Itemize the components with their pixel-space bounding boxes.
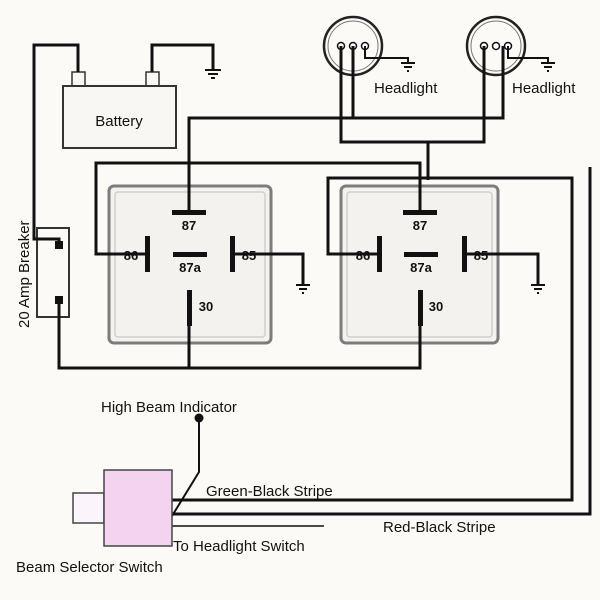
headlight-left-ground-symbol — [401, 62, 415, 72]
relay-2-pin-30-blade — [418, 290, 423, 326]
relay-2-pin-87a-blade — [404, 252, 438, 257]
beam-selector-knob — [72, 492, 105, 524]
relay-1-pin-30-label: 30 — [199, 299, 213, 314]
relay-1-ground-symbol — [296, 284, 310, 294]
headlight-right-ground-wire — [507, 46, 549, 63]
battery-negative-terminal — [71, 71, 86, 87]
high-beam-indicator-dot — [194, 413, 204, 423]
ground-symbols — [205, 62, 555, 294]
wiring — [32, 43, 592, 527]
headlight-right-ground-symbol — [541, 62, 555, 72]
beam-selector-switch: Beam Selector Switch — [16, 469, 173, 576]
breaker-body — [36, 227, 70, 318]
relay-2-pin-86-blade — [377, 236, 382, 272]
relay-1-pin-87a-blade — [173, 252, 207, 257]
breaker-to-pin30-bus — [57, 300, 422, 370]
battery-ground-wire — [150, 43, 215, 72]
headlight-right: Headlight — [465, 15, 576, 97]
headlight-right-inner-ring — [470, 20, 522, 72]
battery-ground-symbol — [205, 69, 221, 79]
headlight-left-feed-wire — [339, 46, 430, 180]
relay-1-pin-87-label: 87 — [182, 218, 196, 233]
breaker-label: 20 Amp Breaker — [16, 220, 33, 328]
battery-positive-terminal — [145, 71, 160, 87]
relay-1-pin-87-blade — [172, 210, 206, 215]
red-black-stripe-label: Red-Black Stripe — [383, 519, 496, 536]
relay-2-ground-symbol — [531, 284, 545, 294]
battery-feed-wire — [32, 43, 80, 245]
high-beam-indicator-label: High Beam Indicator — [101, 399, 237, 416]
beam-selector-label: Beam Selector Switch — [16, 559, 163, 576]
high-beam-indicator-wire — [171, 418, 200, 517]
headlight-left-ground-wire — [364, 46, 409, 63]
relay-2-pin-87-blade — [403, 210, 437, 215]
relay-1-ground-wire — [232, 252, 305, 285]
breaker: 20 Amp Breaker — [16, 220, 70, 328]
battery-label: Battery — [95, 113, 143, 130]
relay-2-pin-87a-label: 87a — [410, 260, 432, 275]
relay-2-pin-87-label: 87 — [413, 218, 427, 233]
relay-1-87-to-headlights-wire — [187, 46, 505, 212]
to-headlight-switch-label: To Headlight Switch — [173, 538, 305, 555]
relay-2-86-to-switch-wire — [172, 176, 574, 502]
beam-selector-body — [103, 469, 173, 547]
headlight-right-feed-wire — [428, 46, 486, 144]
relay-1: 87 86 87a 85 30 — [107, 184, 273, 345]
relay-1-pin-30-blade — [187, 290, 192, 326]
relay-2-pin-30-label: 30 — [429, 299, 443, 314]
relay-1-pin-87a-label: 87a — [179, 260, 201, 275]
headlight-right-terminal-2 — [491, 41, 501, 51]
battery: Battery — [62, 71, 177, 149]
headlight-left-label: Headlight — [374, 80, 438, 97]
headlight-right-label: Headlight — [512, 80, 576, 97]
red-black-stripe-wire — [172, 167, 592, 516]
green-black-stripe-label: Green-Black Stripe — [206, 483, 333, 500]
battery-body — [62, 85, 177, 149]
relay-2-ground-wire — [464, 252, 540, 285]
